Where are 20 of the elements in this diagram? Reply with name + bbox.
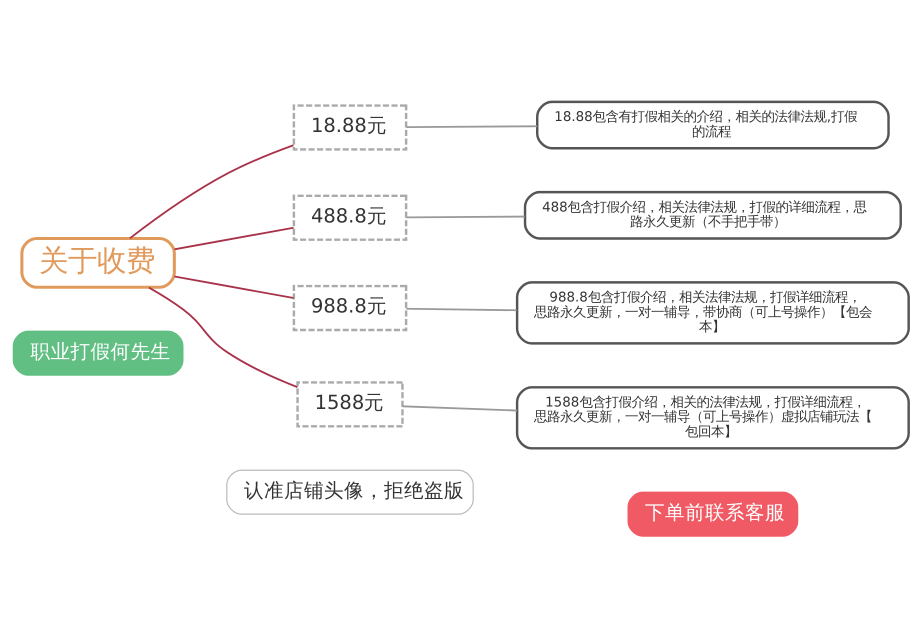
node-box: 关于收费 (20, 236, 176, 288)
node-box: 1588包含打假介绍，相关的法律法规，打假详细流程，思路永久更新，一对一辅导（可上号操作）虚拟店铺玩法【包回本】 (516, 386, 910, 450)
connector (402, 404, 518, 411)
node-box: 认准店铺头像，拒绝盗版 (226, 469, 474, 514)
connector (148, 286, 298, 388)
node-box: 职业打假何先生 (12, 330, 184, 376)
node-box: 18.88包含有打假相关的介绍，相关的法律法规,打假的流程 (536, 100, 890, 149)
node-box: 988.8包含打假介绍，相关法律法规，打假详细流程，思路永久更新，一对一辅导，带协商（可上号操作）【包会本】 (516, 280, 910, 344)
node-box: 18.88元 (292, 104, 408, 150)
connector (406, 215, 525, 218)
connector (174, 226, 294, 250)
node-box: 下单前联系客服 (628, 491, 798, 536)
node-box: 1588元 (296, 380, 404, 428)
connector (406, 124, 538, 128)
node-box: 488包含打假介绍，相关法律法规，打假的详细流程，思路永久更新（不手把手带） (524, 190, 902, 240)
connector (406, 307, 517, 311)
node-box: 488.8元 (292, 194, 408, 240)
connector (174, 275, 294, 298)
connector (129, 144, 294, 239)
node-box: 988.8元 (292, 284, 408, 331)
